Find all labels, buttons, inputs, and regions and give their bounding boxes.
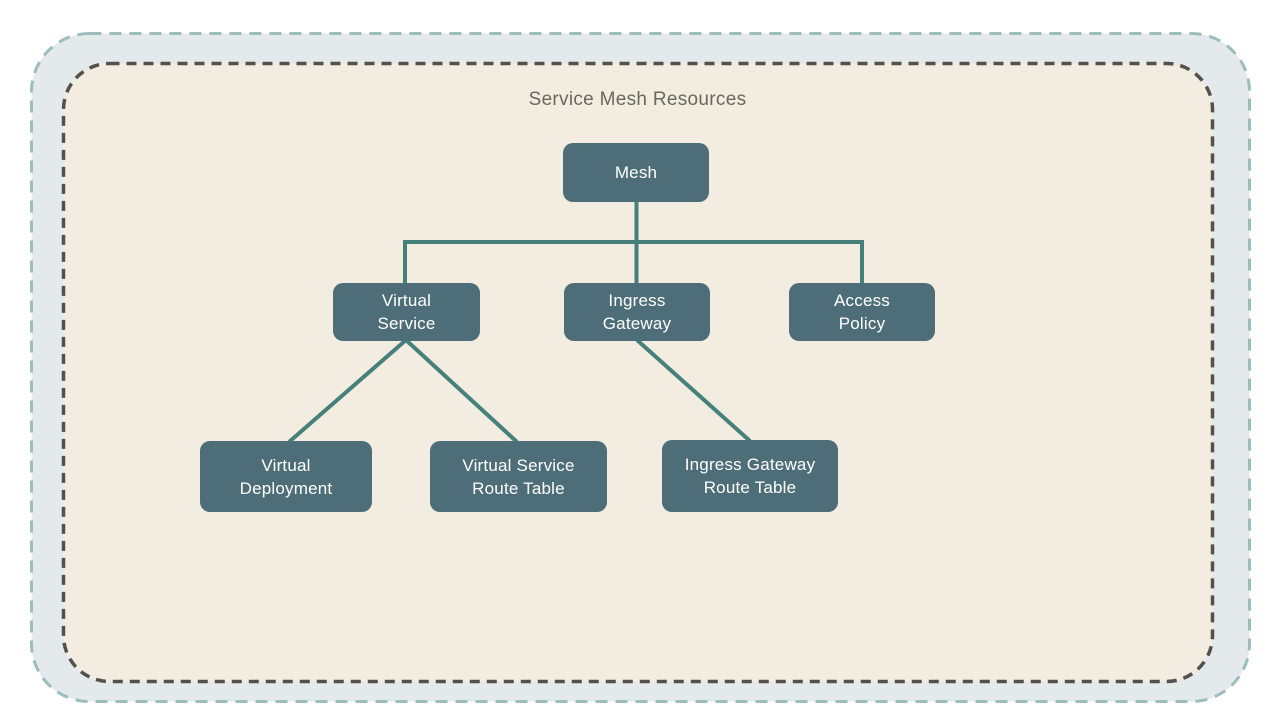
node-access-policy: Access Policy bbox=[789, 283, 935, 341]
node-ingress-gateway-route-table: Ingress Gateway Route Table bbox=[662, 440, 838, 512]
edge-ingress-gateway-route-table bbox=[635, 338, 752, 443]
diagram-title: Service Mesh Resources bbox=[528, 89, 747, 110]
inner-dashed-panel bbox=[61, 61, 1215, 684]
node-virtual-service: Virtual Service bbox=[333, 283, 480, 341]
node-ingress-gateway: Ingress Gateway bbox=[564, 283, 710, 341]
edge-horizontal-bar bbox=[403, 240, 864, 283]
edge-virtual-service-route-table bbox=[404, 338, 519, 444]
edge-virtual-service-virtual-deployment bbox=[287, 338, 408, 444]
node-virtual-deployment: Virtual Deployment bbox=[200, 441, 372, 512]
node-virtual-service-route-table: Virtual Service Route Table bbox=[430, 441, 607, 512]
node-mesh: Mesh bbox=[563, 143, 709, 202]
